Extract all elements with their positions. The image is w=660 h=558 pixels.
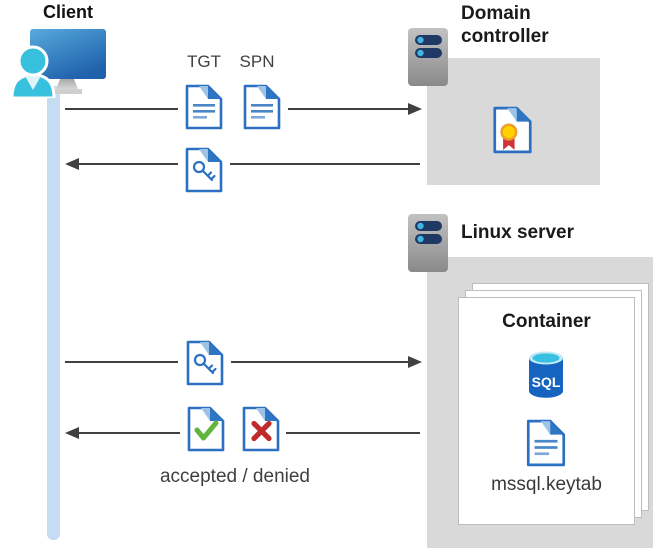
domain-controller-server-icon [408,28,448,86]
spn-document-icon [243,84,281,130]
arrowhead-right-3 [408,356,422,368]
key-glyph [192,160,216,182]
denied-document-icon [242,406,280,452]
arrowhead-left-4 [65,427,79,439]
tgt-document-icon [185,84,223,130]
client-lifeline [47,86,60,540]
accepted-document-icon [187,406,225,452]
tgt-label: TGT [187,52,221,71]
monitor-stand [56,79,78,89]
monitor-icon [30,29,106,79]
cross-glyph [251,420,272,442]
keytab-label: mssql.keytab [491,474,602,495]
arrowhead-right-1 [408,103,422,115]
container-label: Container [502,311,591,332]
sql-database-icon: SQL [529,351,563,398]
accepted-denied-label: accepted / denied [159,466,310,487]
key-glyph [193,353,217,375]
seal-glyph [500,123,518,150]
spn-label: SPN [239,52,275,71]
arrowhead-left-2 [65,158,79,170]
certificate-document-icon [492,106,533,154]
check-glyph [194,420,219,441]
sql-label: SQL [532,374,561,390]
user-icon [10,45,56,98]
client-label: Client [42,2,93,22]
linux-server-label: Linux server [461,222,574,243]
linux-server-icon [408,214,448,272]
keytab-document-icon [526,419,566,467]
container-card: Container SQL mssql.keytab [458,297,635,525]
domain-controller-label: Domain controller [461,3,549,47]
key-document-icon-2 [186,340,224,386]
key-document-icon [185,147,223,193]
client-monitor-user-icon [10,29,106,98]
